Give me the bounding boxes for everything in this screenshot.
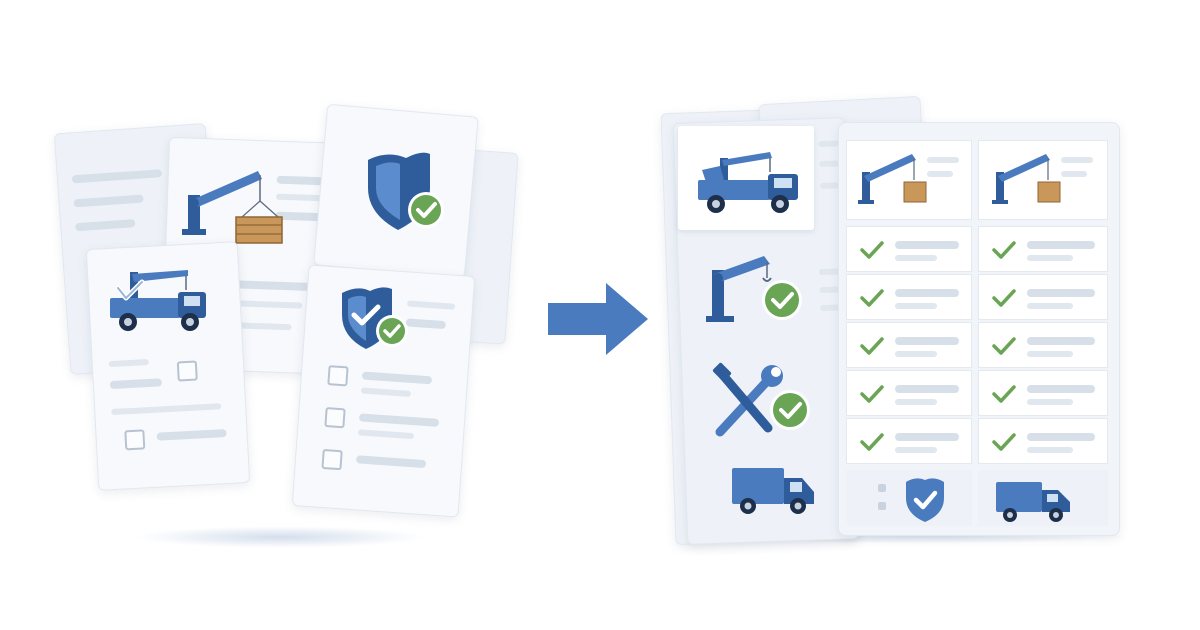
- delivery-truck-icon: [994, 478, 1074, 524]
- text-line: [1027, 303, 1073, 309]
- checklist-cell: [978, 418, 1108, 464]
- wrench-screwdriver-icon: [710, 362, 814, 442]
- checkmark-icon: [992, 241, 1016, 259]
- text-line: [1061, 157, 1093, 163]
- checklist-cell: [846, 370, 972, 416]
- text-line: [156, 429, 227, 441]
- empty-checkbox-icon: [124, 429, 146, 451]
- empty-checkbox-icon: [176, 360, 198, 382]
- crane-truck-icon: [108, 268, 212, 338]
- text-line: [895, 255, 937, 261]
- text-line: [895, 385, 959, 393]
- text-line: [895, 289, 959, 297]
- text-line: [360, 387, 412, 397]
- text-line: [1027, 241, 1095, 249]
- shield-check-icon: [360, 148, 450, 238]
- text-line: [75, 219, 136, 232]
- checklist-cell: [978, 370, 1108, 416]
- empty-checkbox-icon: [321, 448, 343, 471]
- text-line: [108, 359, 149, 368]
- text-line: [1027, 433, 1095, 441]
- text-line: [1061, 171, 1087, 177]
- checkmark-icon: [860, 241, 884, 259]
- text-line: [1027, 351, 1073, 357]
- arrow-right-icon: [548, 283, 648, 355]
- text-line: [357, 429, 415, 440]
- text-line: [1027, 447, 1073, 453]
- text-line: [355, 455, 427, 469]
- text-line: [361, 371, 433, 385]
- delivery-truck-icon: [730, 462, 818, 518]
- empty-checkbox-icon: [324, 407, 346, 429]
- text-line: [1027, 399, 1073, 405]
- checklist-cell: [846, 322, 972, 368]
- checkmark-icon: [992, 337, 1016, 355]
- checkmark-icon: [860, 385, 884, 403]
- text-line: [895, 351, 937, 357]
- shield-check-icon: [336, 285, 416, 355]
- checklist-cell: [846, 418, 972, 464]
- checkmark-icon: [860, 433, 884, 451]
- checklist-cell: [978, 226, 1108, 272]
- text-line: [895, 399, 937, 405]
- text-line: [1027, 385, 1095, 393]
- checkmark-icon: [860, 289, 884, 307]
- ground-shadow: [135, 526, 425, 548]
- crane-lifting-crate-icon: [180, 165, 285, 250]
- crane-lifting-crate-icon: [856, 150, 928, 208]
- text-line: [109, 378, 163, 390]
- checkmark-icon: [992, 289, 1016, 307]
- text-line: [895, 303, 937, 309]
- text-line: [111, 403, 222, 416]
- text-line: [927, 157, 959, 163]
- text-line: [895, 433, 959, 441]
- checklist-cell: [978, 274, 1108, 320]
- text-line: [895, 337, 959, 345]
- footer-marker: [878, 484, 886, 492]
- text-line: [1027, 255, 1073, 261]
- checkmark-icon: [992, 385, 1016, 403]
- text-line: [232, 300, 303, 309]
- text-line: [358, 413, 440, 427]
- text-line: [1027, 289, 1095, 297]
- text-line: [232, 280, 314, 292]
- empty-checkbox-icon: [327, 365, 349, 387]
- checklist-cell: [978, 322, 1108, 368]
- checkmark-icon: [860, 337, 884, 355]
- text-line: [819, 160, 840, 168]
- text-line: [1027, 337, 1095, 345]
- text-line: [818, 140, 839, 148]
- crane-icon: [700, 248, 810, 328]
- text-line: [71, 169, 163, 184]
- checklist-cell: [846, 226, 972, 272]
- text-line: [895, 447, 937, 453]
- text-line: [927, 171, 953, 177]
- shield-check-icon: [902, 476, 948, 524]
- footer-marker: [878, 502, 886, 510]
- crane-lifting-crate-icon: [990, 150, 1062, 208]
- checkmark-icon: [992, 433, 1016, 451]
- checklist-cell: [846, 274, 972, 320]
- text-line: [895, 241, 959, 249]
- crane-truck-icon: [694, 148, 804, 222]
- text-line: [73, 194, 144, 208]
